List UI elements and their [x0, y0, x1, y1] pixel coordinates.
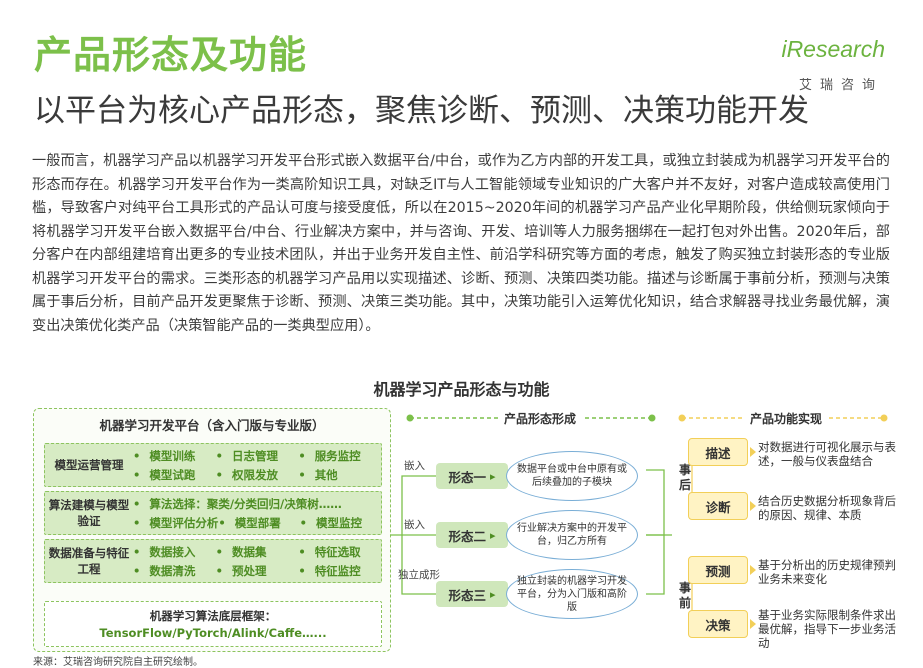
- logo-cn: 艾瑞咨询: [798, 78, 883, 93]
- function-desc-describe: 对数据进行可视化展示与表述，一般与仪表盘结合: [758, 440, 896, 468]
- edge-label: 嵌入: [404, 460, 425, 472]
- forms-section-title: 产品形态形成: [498, 410, 583, 427]
- page-title: 产品形态及功能: [34, 33, 308, 77]
- row-item: 特征选取: [298, 544, 381, 560]
- page-subtitle: 以平台为核心产品形态，聚焦诊断、预测、决策功能开发: [34, 93, 809, 129]
- branch-arrow-3: [401, 535, 438, 595]
- platform-row-data: 数据准备与特征工程 数据接入 数据集 特征选取 数据清洗 预处理 特征监控: [44, 539, 382, 583]
- function-desc-diagnose: 结合历史数据分析现象背后的原因、规律、本质: [758, 494, 896, 522]
- body-paragraph: 一般而言，机器学习产品以机器学习开发平台形式嵌入数据平台/中台，或作为乙方内部的…: [32, 153, 890, 334]
- function-desc-predict: 基于分析出的历史规律预判业务未来变化: [758, 558, 896, 586]
- row-item: 服务监控: [298, 448, 381, 464]
- chevron-right-icon: ▸: [489, 528, 496, 542]
- row-item: 模型监控: [300, 515, 381, 531]
- row-item: 模型试跑: [133, 467, 216, 483]
- row-label: 模型运营管理: [54, 458, 124, 472]
- row-item: 算法选择：聚类/分类回归/决策树……: [133, 496, 381, 512]
- framework-list: TensorFlow/PyTorch/Alink/Caffe…...: [99, 626, 327, 640]
- phase-label-after: 事后: [678, 463, 691, 492]
- diagram-title: 机器学习产品形态与功能: [373, 380, 550, 399]
- row-label: 算法建模与模型验证: [48, 498, 130, 528]
- platform-panel: 机器学习开发平台（含入门版与专业版） 模型运营管理 模型训练 日志管理 服务监控…: [33, 408, 391, 652]
- row-item: 数据清洗: [133, 563, 216, 579]
- form-box-3: 形态三▸: [436, 581, 508, 607]
- row-item: 预处理: [216, 563, 299, 579]
- function-box-predict: 预测: [688, 556, 748, 584]
- row-item: 模型评估分析: [133, 515, 218, 531]
- framework-title: 机器学习算法底层框架：: [149, 609, 277, 623]
- phase-label-before: 事前: [678, 581, 691, 610]
- source-note: 来源：艾瑞咨询研究院自主研究绘制。: [33, 657, 203, 668]
- form-box-2: 形态二▸: [436, 522, 508, 548]
- row-item: 权限发放: [216, 467, 299, 483]
- functions-header-dot: [880, 414, 888, 422]
- branch-arrow-1: [390, 475, 438, 536]
- platform-title: 机器学习开发平台（含入门版与专业版）: [99, 418, 325, 433]
- chevron-right-icon: ▸: [489, 587, 496, 601]
- form-desc-3: 独立封装的机器学习开发平台，分为入门版和高阶版: [506, 569, 638, 619]
- row-item: 模型训练: [133, 448, 216, 464]
- function-desc-decide: 基于业务实际限制条件求出最优解，指导下一步业务活动: [758, 608, 896, 650]
- functions-section-title: 产品功能实现: [744, 410, 829, 427]
- row-label: 数据准备与特征工程: [48, 546, 130, 576]
- row-item: 特征监控: [298, 563, 381, 579]
- row-item: 数据接入: [133, 544, 216, 560]
- forms-header-dot: [648, 414, 656, 422]
- edge-label: 独立成形: [398, 569, 440, 581]
- forms-bracket: [646, 535, 665, 595]
- form-desc-2: 行业解决方案中的开发平台，归乙方所有: [506, 510, 638, 560]
- platform-row-modeling: 算法建模与模型验证 算法选择：聚类/分类回归/决策树…… 模型评估分析 模型部署…: [44, 491, 382, 535]
- chevron-right-icon: ▸: [489, 469, 496, 483]
- forms-header-dot: [406, 414, 414, 422]
- function-box-decide: 决策: [688, 610, 748, 638]
- iresearch-logo: iResearch 艾瑞咨询: [765, 36, 885, 93]
- framework-box: 机器学习算法底层框架： TensorFlow/PyTorch/Alink/Caf…: [44, 601, 382, 647]
- logo-word: iResearch: [781, 36, 885, 62]
- functions-header-dot: [678, 414, 686, 422]
- form-desc-1: 数据平台或中台中原有或后续叠加的子模块: [506, 451, 638, 501]
- form-box-1: 形态一▸: [436, 463, 508, 489]
- row-item: 其他: [298, 467, 381, 483]
- function-box-describe: 描述: [688, 438, 748, 466]
- row-item: 日志管理: [216, 448, 299, 464]
- forms-bracket: [646, 469, 665, 536]
- edge-label: 嵌入: [404, 519, 425, 531]
- row-item: 数据集: [216, 544, 299, 560]
- row-item: 模型部署: [218, 515, 299, 531]
- platform-row-ops: 模型运营管理 模型训练 日志管理 服务监控 模型试跑 权限发放 其他: [44, 443, 382, 487]
- function-box-diagnose: 诊断: [688, 492, 748, 520]
